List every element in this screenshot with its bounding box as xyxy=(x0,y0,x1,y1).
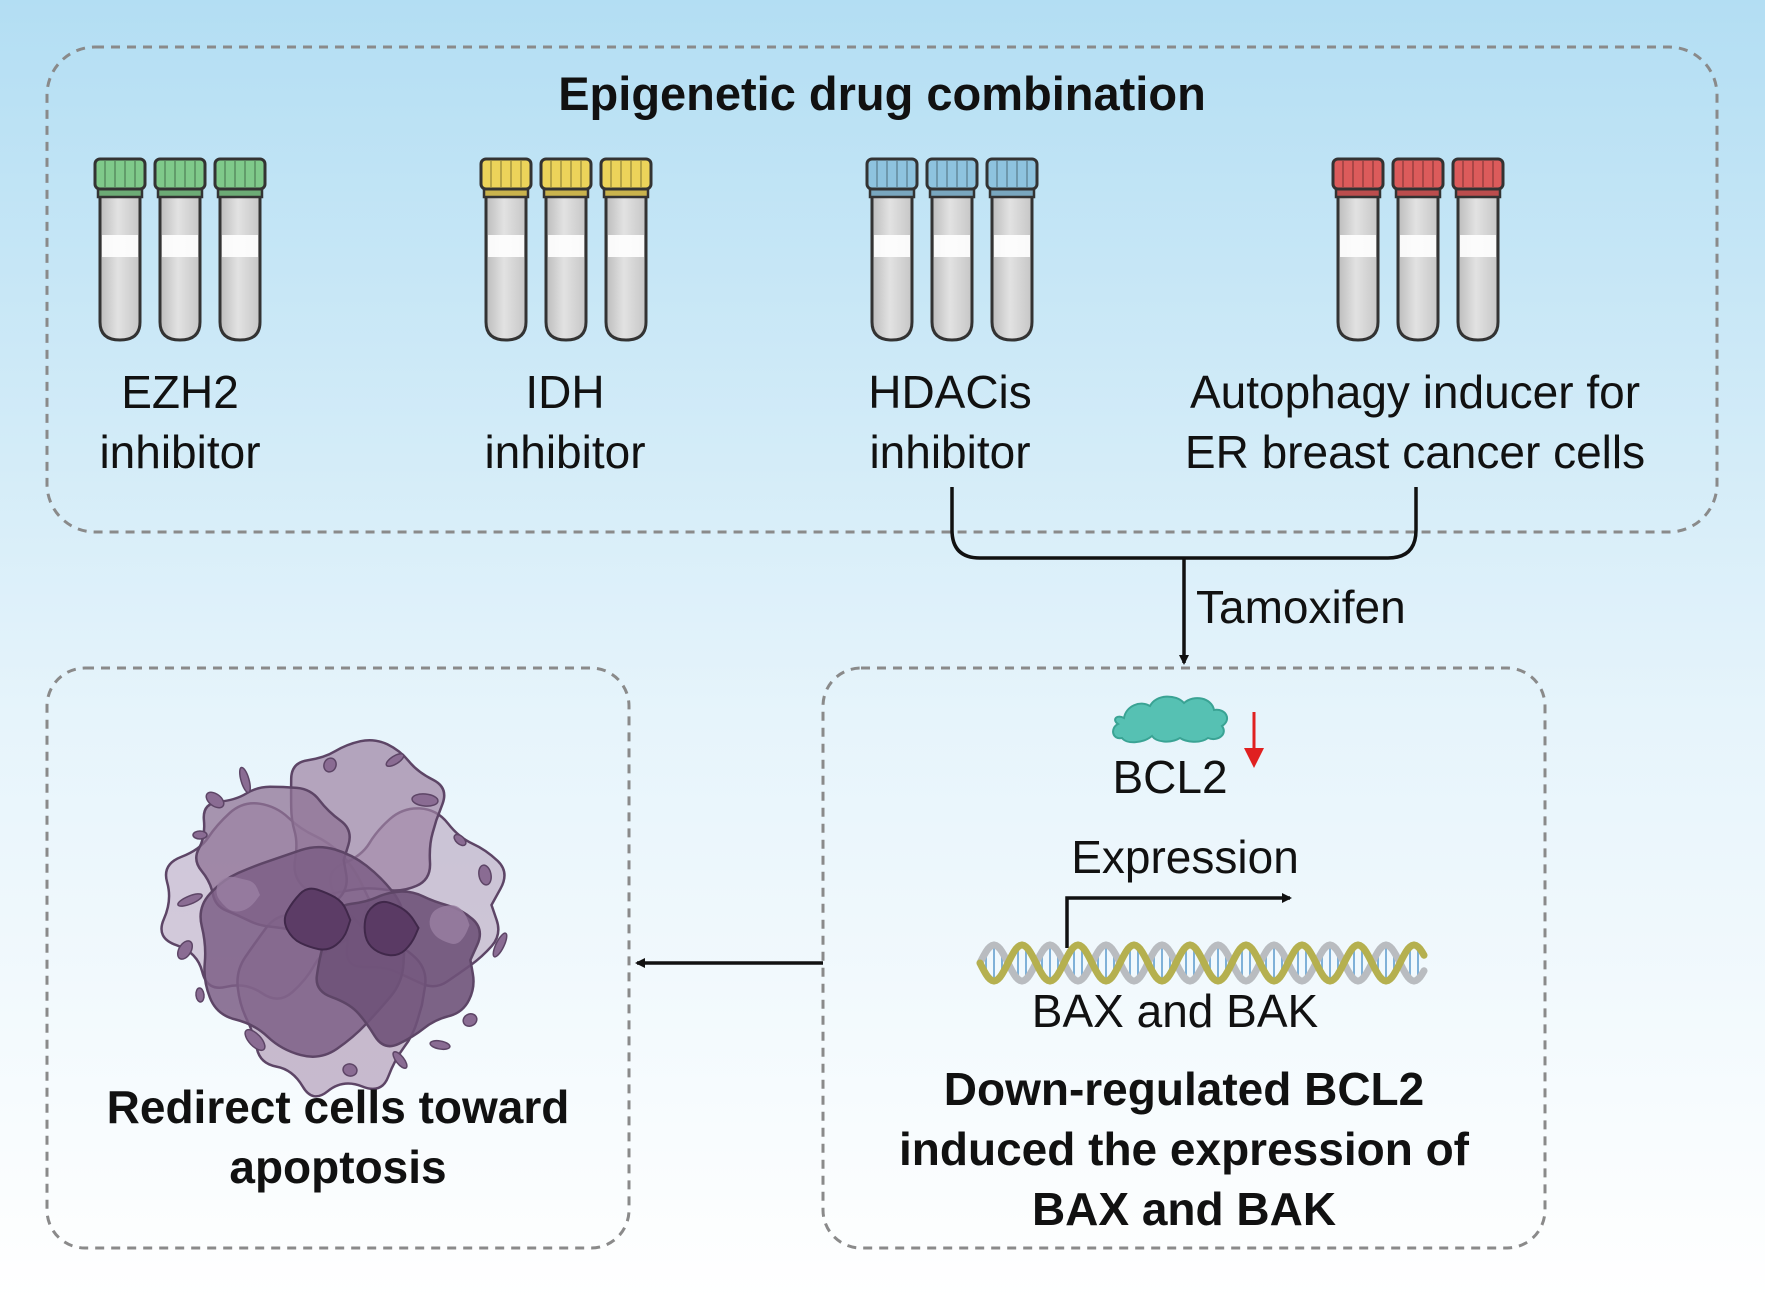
drug-tube-icon xyxy=(865,157,919,342)
drug-tube-icon xyxy=(93,157,147,342)
bcl2-down-arrow-icon xyxy=(1244,712,1264,768)
drug-tube-icon xyxy=(1331,157,1385,342)
dna-helix-icon xyxy=(976,941,1428,985)
drug-tube-icon xyxy=(1451,157,1505,342)
drug-label-hdacis-type: inhibitor xyxy=(869,426,1031,478)
outcome-caption-line-2: apoptosis xyxy=(229,1141,447,1193)
expression-arrow xyxy=(1065,893,1292,948)
drug-tube-icon xyxy=(479,157,533,342)
drug-tube-icon xyxy=(153,157,207,342)
drug-label-hdacis-name: HDACis xyxy=(868,366,1032,418)
drug-label-idh-type: inhibitor xyxy=(484,426,646,478)
genes-label: BAX and BAK xyxy=(1031,985,1319,1037)
tube-group-0 xyxy=(93,157,267,342)
drug-label-ezh2-type: inhibitor xyxy=(99,426,261,478)
drug-label-idh-name: IDH xyxy=(525,366,605,418)
mechanism-caption-line-1: Down-regulated BCL2 xyxy=(943,1063,1425,1115)
mechanism-caption-line-3: BAX and BAK xyxy=(1031,1183,1337,1235)
panel-title: Epigenetic drug combination xyxy=(558,67,1206,120)
mechanism-caption-line-2: induced the expression of xyxy=(899,1123,1469,1175)
drug-tube-icon xyxy=(985,157,1039,342)
tube-group-2 xyxy=(865,157,1039,342)
drug-tube-icon xyxy=(539,157,593,342)
tamoxifen-label: Tamoxifen xyxy=(1196,581,1406,633)
drug-tube-groups xyxy=(93,157,1505,342)
tube-group-3 xyxy=(1331,157,1505,342)
apoptotic-cells-icon xyxy=(160,738,508,1098)
tube-group-1 xyxy=(479,157,653,342)
mechanism-panel xyxy=(821,666,1547,1250)
bcl2-protein-icon xyxy=(1112,695,1229,744)
bcl2-label: BCL2 xyxy=(1112,751,1228,803)
drug-label-autophagy-name: Autophagy inducer for xyxy=(1189,366,1641,418)
drug-combination-panel xyxy=(45,45,1719,534)
outcome-caption-line-1: Redirect cells toward xyxy=(106,1081,570,1133)
drug-tube-icon xyxy=(1391,157,1445,342)
drug-label-autophagy-type: ER breast cancer cells xyxy=(1184,426,1646,478)
drug-tube-icon xyxy=(213,157,267,342)
drug-label-ezh2-name: EZH2 xyxy=(121,366,239,418)
drug-tube-icon xyxy=(599,157,653,342)
outcome-panel xyxy=(45,666,631,1250)
expression-label: Expression xyxy=(1071,831,1299,883)
drug-tube-icon xyxy=(925,157,979,342)
